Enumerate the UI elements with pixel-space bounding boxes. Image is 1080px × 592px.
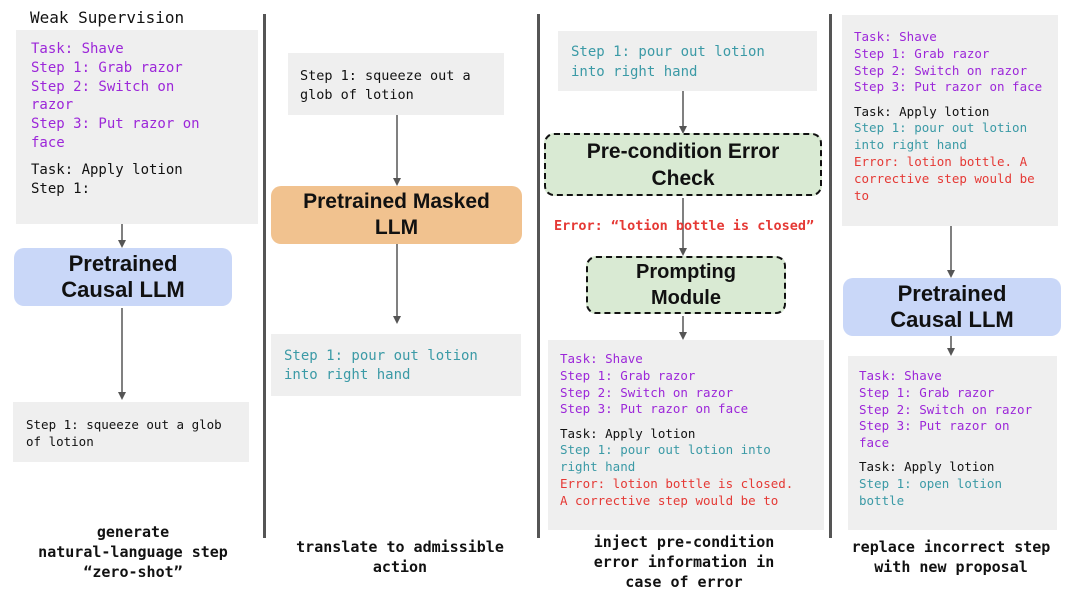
col2-output-line2: into right hand: [284, 367, 411, 383]
col3-caption-line2: error information in: [593, 553, 775, 571]
column-separator-2: [537, 14, 540, 538]
col1-causal-llm-block: Pretrained Causal LLM: [14, 248, 232, 306]
col3-prompt-line: Step 1: pour out lotion into: [560, 442, 771, 458]
col1-caption-line3: “zero-shot”: [83, 563, 183, 581]
col3-prompt-line: Step 1: Grab razor: [560, 367, 696, 383]
col3-prompt-line: Error: lotion bottle is closed.: [560, 476, 794, 492]
col4-input-line: Step 3: Put razor on face: [854, 79, 1043, 95]
col1-prompt-line: Task: Shave: [31, 41, 124, 57]
col4-output-line: Step 2: Switch on razor: [859, 401, 1033, 417]
col3-caption-line3: case of error: [625, 573, 743, 591]
col4-output-line: bottle: [859, 493, 905, 509]
col1-prompt-line: [31, 153, 258, 161]
col1-prompt-line: Step 2: Switch on: [31, 78, 175, 95]
col2-caption-line2: action: [372, 558, 428, 576]
col2-input-line1: Step 1: squeeze out a: [300, 68, 471, 84]
col1-prompt-line: Step 1:: [31, 180, 91, 197]
col2-output-box: Step 1: pour out lotion into right hand: [271, 334, 521, 396]
col4-caption: replace incorrect step with new proposal: [838, 537, 1064, 577]
col4-output-line: Step 1: open lotion: [859, 476, 1002, 492]
col1-prompt-line: razor: [31, 97, 74, 114]
col3-prompt-line: Step 3: Put razor on face: [560, 401, 749, 417]
col2-caption: translate to admissible action: [272, 537, 528, 577]
col2-masked-llm-block: Pretrained Masked LLM: [271, 186, 522, 244]
col2-caption-line1: translate to admissible: [296, 538, 504, 556]
col3-error-label: Error: “lotion bottle is closed”: [554, 218, 815, 234]
col1-prompt-line: face: [31, 134, 65, 151]
col3-prompt-line: Step 2: Switch on razor: [560, 384, 734, 400]
column-separator-3: [829, 14, 832, 538]
col4-llm-line1: Pretrained: [897, 281, 1007, 306]
col4-input-line: Step 1: Grab razor: [854, 45, 990, 61]
col3-prompt-line: A corrective step would be to: [560, 492, 779, 508]
column-separator-1: [263, 14, 266, 538]
col2-llm-line1: Pretrained Masked: [303, 190, 490, 213]
col4-output-line: face: [859, 435, 890, 451]
col3-caption: inject pre-condition error information i…: [552, 532, 816, 592]
col4-output-line: [859, 452, 1057, 460]
col3-prompting-module-block: Prompting Module: [586, 256, 786, 314]
col2-llm-line2: LLM: [374, 216, 419, 239]
col1-llm-line1: Pretrained: [68, 251, 178, 276]
col1-caption-line2: natural-language step: [38, 543, 228, 561]
col4-input-line: Step 1: pour out lotion: [854, 120, 1028, 136]
col3-input-box: Step 1: pour out lotion into right hand: [558, 31, 817, 91]
col4-causal-llm-block: Pretrained Causal LLM: [843, 278, 1061, 336]
col4-output-line: Task: Shave: [859, 368, 942, 383]
section-title: Weak Supervision: [30, 8, 185, 27]
col3-prompting-line2: Module: [651, 287, 721, 309]
col1-prompt-line: Task: Apply lotion: [31, 162, 183, 179]
col4-input-line: Error: lotion bottle. A: [854, 154, 1028, 170]
col4-input-line: corrective step would be: [854, 170, 1035, 186]
col4-caption-line2: with new proposal: [874, 558, 1028, 576]
col4-output-line: Step 1: Grab razor: [859, 384, 995, 400]
col3-input-line1: Step 1: pour out lotion: [571, 44, 765, 60]
col4-output-line: Step 3: Put razor on: [859, 418, 1010, 434]
col4-input-line: into right hand: [854, 137, 967, 153]
col1-llm-line2: Causal LLM: [61, 277, 185, 302]
col4-input-line: Step 2: Switch on razor: [854, 62, 1028, 78]
col4-input-line: to: [854, 187, 870, 203]
col3-caption-line1: inject pre-condition: [593, 533, 775, 551]
col3-prompt-line: right hand: [560, 459, 636, 475]
col2-input-box: Step 1: squeeze out a glob of lotion: [288, 53, 504, 115]
col3-input-line2: into right hand: [571, 64, 698, 80]
col1-prompt-line: Step 3: Put razor on: [31, 116, 200, 133]
col3-precondition-check-block: Pre-condition Error Check: [544, 133, 822, 196]
col4-input-line: [854, 96, 1058, 104]
col1-caption-line1: generate: [96, 523, 170, 541]
col1-output-box: Step 1: squeeze out a glob of lotion: [13, 402, 249, 462]
col3-check-line2: Check: [651, 166, 715, 190]
col4-output-line: Task: Apply lotion: [859, 459, 995, 475]
col4-input-line: Task: Apply lotion: [854, 103, 990, 119]
col3-prompt-line: [560, 418, 824, 426]
col4-llm-line2: Causal LLM: [890, 307, 1014, 332]
col1-prompt-line: Step 1: Grab razor: [31, 59, 183, 76]
col3-prompt-line: Task: Shave: [560, 351, 643, 366]
col3-prompting-line1: Prompting: [636, 261, 736, 283]
col3-prompt-line: Task: Apply lotion: [560, 425, 696, 441]
col1-output-line2: of lotion: [26, 434, 94, 449]
col1-output-line1: Step 1: squeeze out a glob: [26, 417, 222, 432]
col3-check-line1: Pre-condition Error: [586, 139, 780, 163]
col1-caption: generate natural-language step “zero-sho…: [10, 522, 256, 582]
col4-caption-line1: replace incorrect step: [851, 538, 1051, 556]
col4-input-line: Task: Shave: [854, 29, 937, 44]
col2-input-line2: glob of lotion: [300, 87, 414, 103]
col2-output-line1: Step 1: pour out lotion: [284, 348, 478, 364]
